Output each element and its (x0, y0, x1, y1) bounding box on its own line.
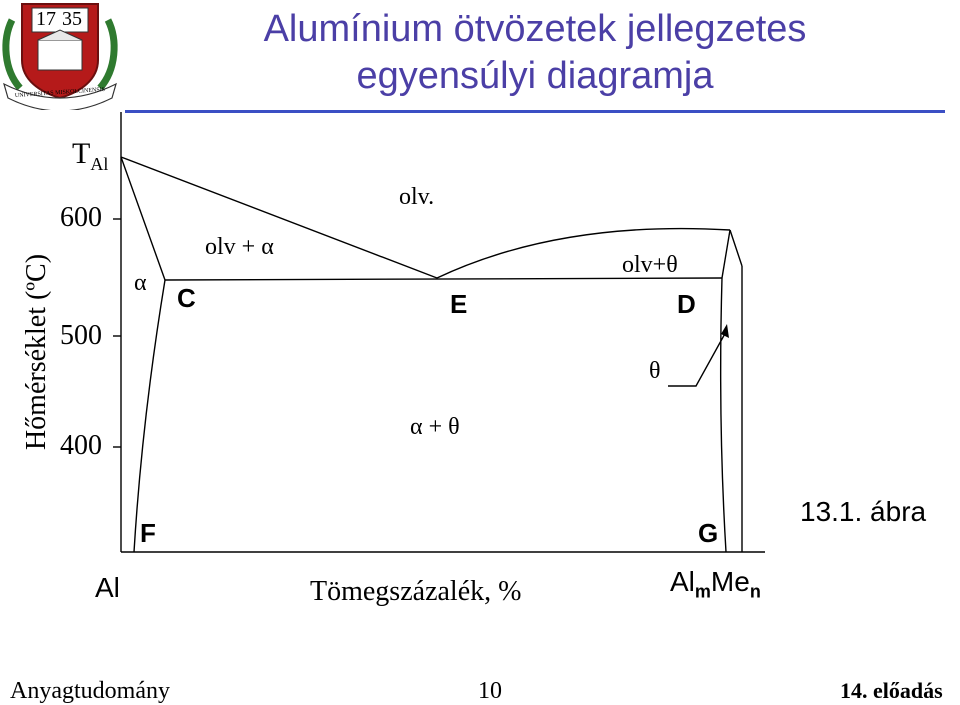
point-c: C (177, 283, 196, 313)
tick-label-500: 500 (60, 320, 102, 351)
region-liquid: olv. (399, 184, 435, 210)
y-axis-label: Hőmérséklet (ºC) (21, 253, 52, 451)
region-alpha-theta: α + θ (410, 414, 460, 440)
page-title-line1: Alumínium ötvözetek jellegzetes (263, 8, 807, 50)
figure-caption: 13.1. ábra (800, 496, 927, 527)
point-g: G (698, 518, 719, 548)
t-al-label: TAl (72, 137, 108, 175)
region-liquid-theta: olv+θ (622, 252, 678, 278)
compound-line-1 (721, 229, 731, 279)
point-f: F (140, 518, 156, 548)
theta-pointer (668, 329, 728, 387)
compound-al: Al (670, 566, 695, 597)
region-liquid-alpha: olv + α (205, 234, 274, 260)
point-d: D (677, 289, 696, 319)
university-logo: 17 35 UNIVERSITAS MISKOLCINENSIS (0, 0, 120, 110)
x-left-label: Al (95, 572, 120, 603)
eutectic-line (164, 277, 723, 281)
compound-n: n (749, 581, 761, 602)
logo-year-right: 35 (62, 8, 82, 30)
compound-me: Me (710, 566, 750, 597)
compound-label: AlmMen (670, 566, 761, 603)
solidus-alpha-line (120, 156, 166, 281)
footer-left: Anyagtudomány (10, 678, 170, 704)
compound-solvus-line (719, 277, 727, 553)
compound-m: m (694, 581, 711, 602)
x-axis-label: Tömegszázalék, % (310, 576, 522, 607)
footer-right: 14. előadás (840, 678, 943, 703)
t-al-subscript: Al (90, 154, 109, 174)
compound-line-2 (729, 229, 743, 267)
theta-pointer-arrowhead (721, 324, 729, 338)
tick-label-600: 600 (60, 202, 102, 233)
region-theta: θ (649, 358, 661, 384)
region-alpha: α (134, 270, 147, 296)
title-underline (125, 110, 945, 113)
footer-page-number: 10 (478, 678, 502, 704)
liquidus-left-line (120, 156, 438, 279)
solvus-left-line (133, 279, 166, 553)
page-title-line2: egyensúlyi diagramja (356, 55, 714, 97)
liquidus-right-line (436, 227, 731, 279)
logo-year-left: 17 (36, 8, 56, 30)
t-al-main: T (72, 137, 91, 170)
tick-label-400: 400 (60, 430, 102, 461)
point-e: E (450, 289, 468, 319)
